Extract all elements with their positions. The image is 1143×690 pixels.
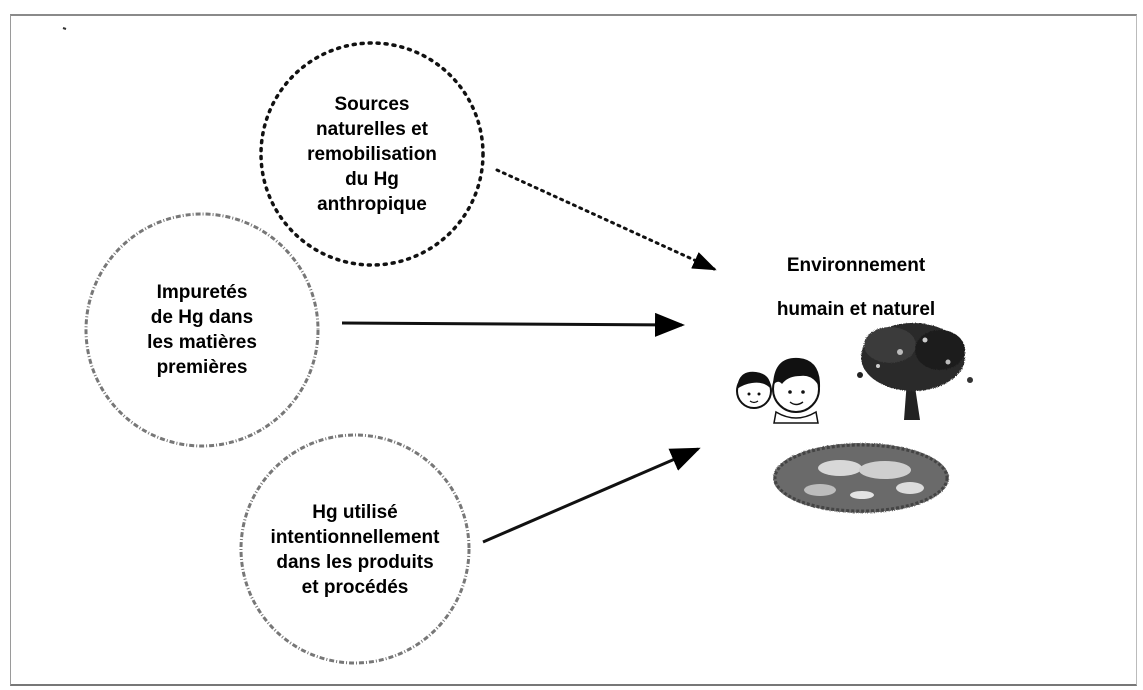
impurities-circle: [84, 212, 320, 448]
dotted-arrow-natural: [495, 168, 717, 271]
natural-sources-label: Sources naturelles et remobilisation du …: [307, 94, 437, 215]
diagram-frame: [10, 14, 1137, 686]
tree-icon: [857, 323, 973, 420]
impurities-label: Impuretés de Hg dans les matières premiè…: [147, 282, 257, 378]
natural-sources-circle: [259, 41, 485, 267]
intentional-use-circle: [239, 433, 471, 665]
water-pond-icon: [773, 443, 949, 513]
arrow-intentional: [482, 447, 701, 544]
children-icon: [736, 357, 821, 424]
corner-mark: [62, 27, 67, 30]
environment-label: Environnement humain et naturel: [776, 255, 936, 320]
arrow-impurities: [341, 312, 685, 337]
intentional-use-label: Hg utilisé intentionnellement dans les p…: [270, 502, 440, 598]
